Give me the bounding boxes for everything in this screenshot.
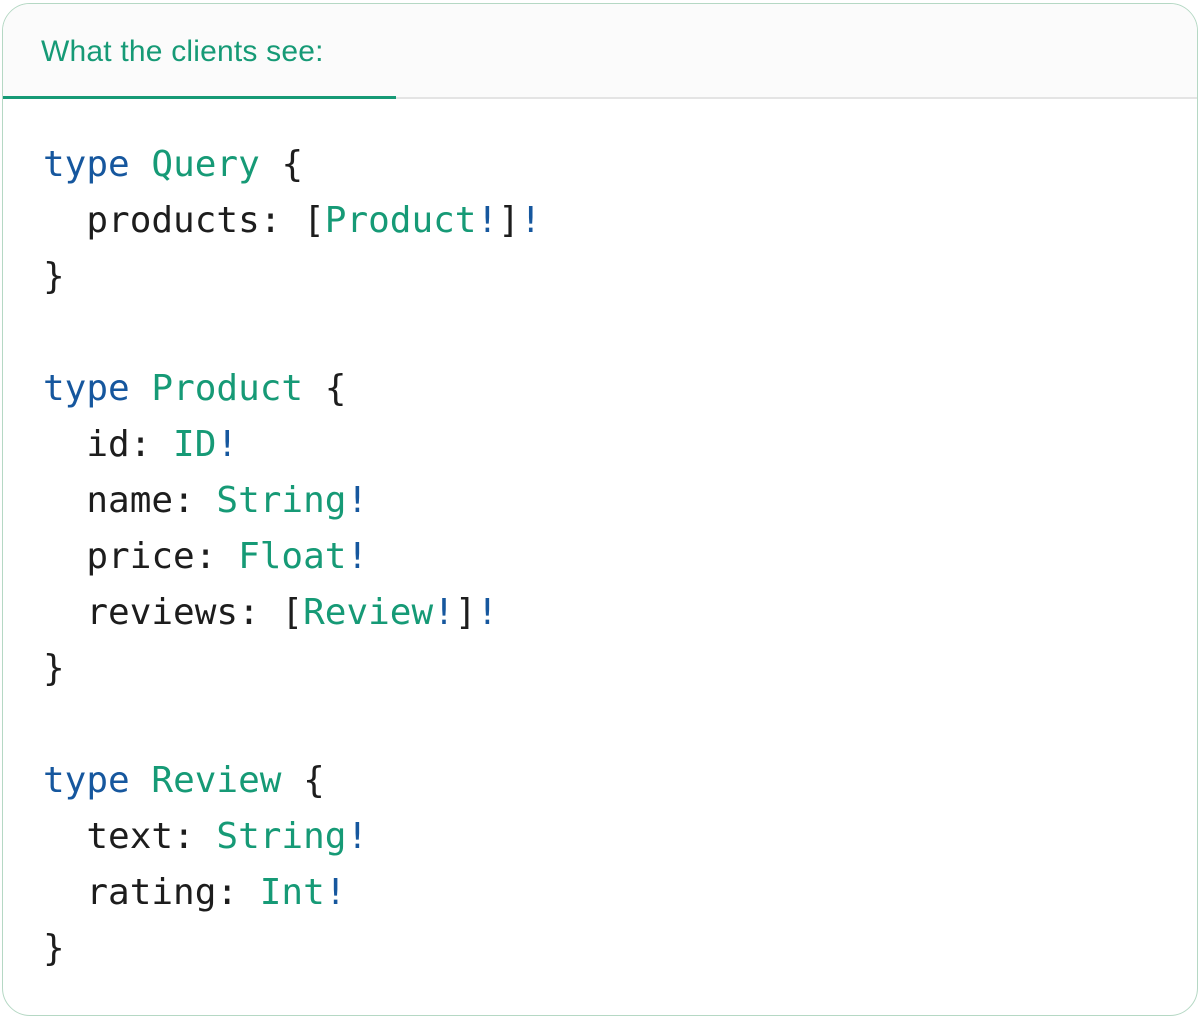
code-token-bang: ! [519,200,542,241]
code-token-kw: type [43,760,130,801]
code-token-bang: ! [476,592,499,633]
code-line: text: String! [43,809,1157,865]
code-token-plain: reviews: [ [43,592,304,633]
code-token-type: Review [151,760,282,801]
code-token-plain: { [303,368,347,409]
code-token-type: Product [151,368,304,409]
code-token-plain: price: [43,536,239,577]
tab-what-the-clients-see[interactable]: What the clients see: [3,4,324,99]
code-token-type: Product [324,200,477,241]
tab-label: What the clients see: [41,34,324,68]
code-token-plain: } [43,928,65,969]
code-line: rating: Int! [43,865,1157,921]
code-line: } [43,249,1157,305]
code-token-bang: ! [433,592,455,633]
code-block: type Query { products: [Product!]!} type… [3,99,1197,1015]
code-token-plain: products: [ [43,200,325,241]
code-line [43,697,1157,753]
code-line: products: [Product!]! [43,193,1157,249]
code-line: id: ID! [43,417,1157,473]
code-token-plain [130,144,152,185]
code-token-plain: rating: [43,872,260,913]
code-token-bang: ! [346,480,369,521]
code-line: } [43,641,1157,697]
code-line: type Review { [43,753,1157,809]
code-line [43,305,1157,361]
code-token-type: Int [259,872,325,913]
code-token-plain: ] [454,592,477,633]
code-token-plain [130,368,152,409]
code-token-kw: type [43,368,130,409]
code-token-kw: type [43,144,130,185]
code-token-plain: text: [43,816,217,857]
code-token-type: String [216,816,347,857]
code-token-plain: id: [43,424,174,465]
schema-card: What the clients see: type Query { produ… [2,3,1198,1016]
code-token-type: Float [238,536,347,577]
code-token-bang: ! [346,816,369,857]
code-token-bang: ! [324,872,347,913]
code-token-plain [130,760,152,801]
code-token-plain: ] [498,200,520,241]
code-token-bang: ! [476,200,499,241]
code-line: price: Float! [43,529,1157,585]
code-token-bang: ! [346,536,369,577]
code-token-bang: ! [216,424,239,465]
code-token-plain: { [281,760,325,801]
tab-bar: What the clients see: [3,4,1197,99]
code-token-plain: name: [43,480,217,521]
code-token-type: String [216,480,347,521]
code-token-plain: { [259,144,304,185]
code-line: reviews: [Review!]! [43,585,1157,641]
code-line: type Query { [43,137,1157,193]
code-line: name: String! [43,473,1157,529]
code-token-type: Query [151,144,260,185]
code-token-type: Review [303,592,434,633]
active-tab-indicator [3,96,396,99]
code-token-plain: } [43,256,65,297]
code-token-plain: } [43,648,65,689]
code-line: type Product { [43,361,1157,417]
code-token-type: ID [173,424,217,465]
code-line: } [43,921,1157,977]
